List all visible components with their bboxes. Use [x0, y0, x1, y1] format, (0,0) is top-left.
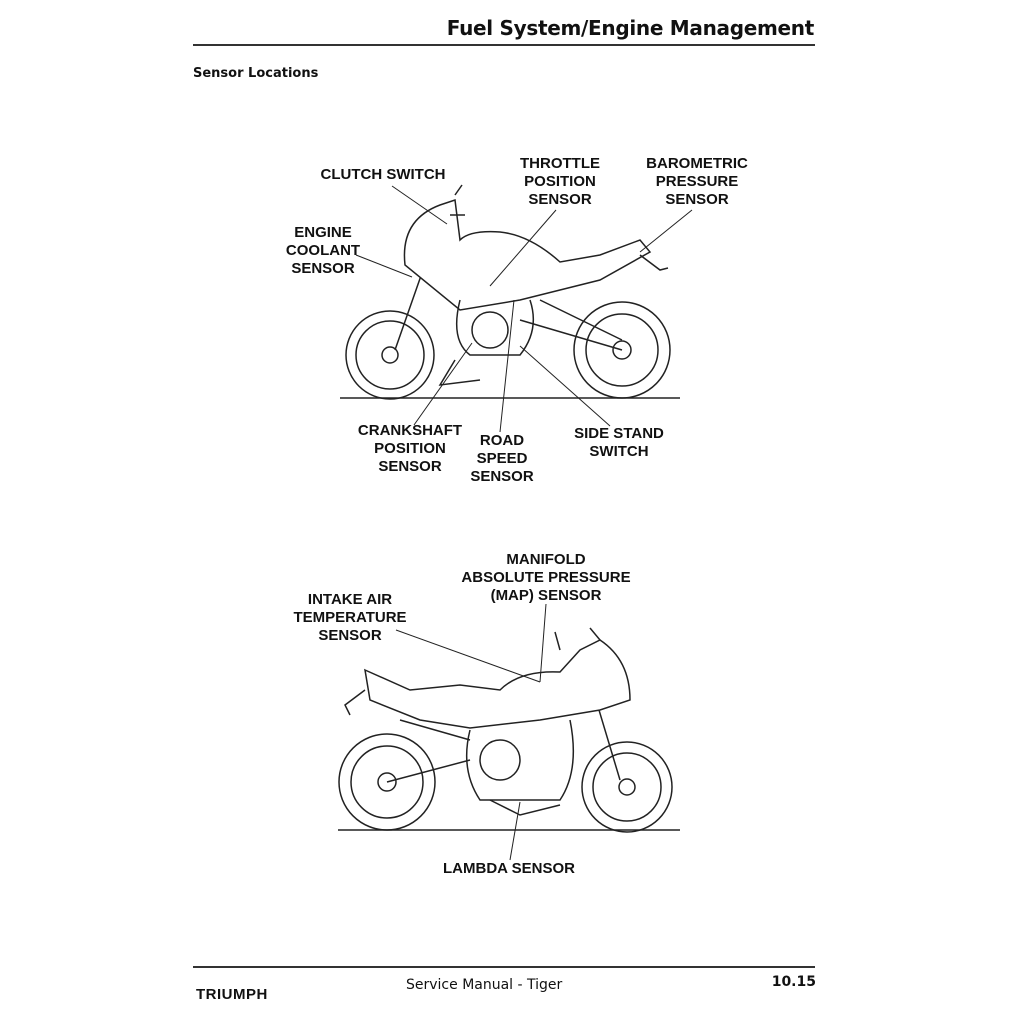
triumph-logo: TRIUMPH — [196, 986, 268, 1003]
leader-barometric-pressure — [639, 209, 693, 253]
motorcycle-illustration-left-side — [338, 627, 680, 833]
leader-road-speed — [499, 299, 515, 433]
leader-lines-figure-1 — [355, 185, 693, 433]
page-number: 10.15 — [771, 974, 816, 990]
motorcycle-illustration-right-side — [340, 184, 680, 400]
leader-crankshaft-position — [413, 342, 473, 426]
leader-clutch-switch — [391, 185, 448, 225]
footer-rule — [193, 966, 815, 968]
label-lambda-sensor: LAMBDA SENSOR — [443, 860, 575, 877]
leader-engine-coolant — [355, 254, 413, 278]
label-clutch-switch: CLUTCH SWITCH — [320, 166, 446, 183]
leader-lines-figure-2 — [395, 603, 547, 861]
leader-lambda-sensor — [509, 801, 521, 861]
leader-throttle-position — [489, 209, 557, 287]
leader-intake-air-temp — [395, 629, 541, 683]
manual-title: Service Manual - Tiger — [406, 977, 563, 993]
section-title: Sensor Locations — [193, 66, 319, 81]
leader-side-stand — [519, 345, 611, 427]
chapter-title: Fuel System/Engine Management — [446, 16, 815, 40]
leader-map-sensor — [539, 603, 547, 683]
header-rule — [193, 44, 815, 46]
